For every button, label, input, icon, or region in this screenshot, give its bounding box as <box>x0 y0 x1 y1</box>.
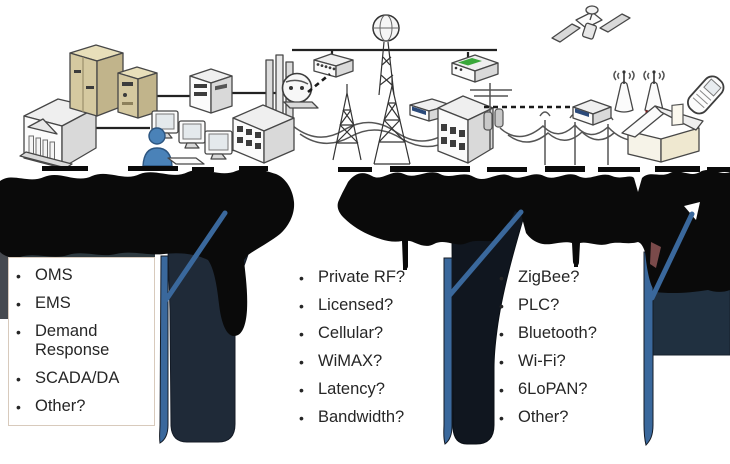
applications-list: OMS EMS Demand Response SCADA/DA Other? <box>9 266 154 417</box>
home-network-questions-list: ZigBee? PLC? Bluetooth? Wi-Fi? 6LoPAN? O… <box>492 268 648 436</box>
callout-diagonals <box>163 202 700 303</box>
pole-device <box>572 99 612 126</box>
network-diagram <box>19 5 725 169</box>
list-item: Bandwidth? <box>296 408 446 428</box>
factory-building <box>232 54 295 164</box>
monitor-icon <box>178 120 206 149</box>
monitor-icon <box>204 130 233 160</box>
cell-phone <box>686 75 725 115</box>
transformer-pole <box>470 83 512 150</box>
list-item: Other? <box>13 397 154 417</box>
callout-arrow-right <box>643 251 730 446</box>
list-item: Wi-Fi? <box>496 352 648 372</box>
globe-tower <box>372 14 400 96</box>
arrowhead-notch <box>684 202 700 220</box>
network-switch <box>189 68 233 114</box>
list-item: Bluetooth? <box>496 324 648 344</box>
port-switch <box>313 53 354 78</box>
antenna-tower-1 <box>613 70 635 113</box>
keyboard-icon <box>167 157 205 165</box>
leader-line-right <box>574 240 578 267</box>
computer-tower <box>117 66 158 119</box>
dish-link-dashed <box>307 72 331 94</box>
list-item: Latency? <box>296 380 446 400</box>
radio-tower-small <box>332 84 362 161</box>
operator-workstation <box>142 110 233 167</box>
list-item: EMS <box>13 294 154 314</box>
applications-panel: OMS EMS Demand Response SCADA/DA Other? <box>8 257 155 426</box>
list-item: ZigBee? <box>496 268 648 288</box>
green-router <box>451 54 499 83</box>
server-cabinet <box>69 44 124 117</box>
list-item: Private RF? <box>296 268 446 288</box>
list-item: Cellular? <box>296 324 446 344</box>
list-item: WiMAX? <box>296 352 446 372</box>
list-item: Other? <box>496 408 648 428</box>
list-item: Demand Response <box>13 322 154 360</box>
redaction-blobs <box>0 166 730 336</box>
list-item: SCADA/DA <box>13 369 154 389</box>
list-item: Licensed? <box>296 296 446 316</box>
operator-person-icon <box>142 127 173 167</box>
utility-wires <box>292 111 647 165</box>
leader-line-middle <box>403 243 407 270</box>
list-item: PLC? <box>496 296 648 316</box>
list-item: 6LoPAN? <box>496 380 648 400</box>
list-item: OMS <box>13 266 154 286</box>
satellite <box>551 5 631 43</box>
left-edge-strip <box>0 227 10 319</box>
radio-tower-large <box>373 76 411 165</box>
antenna-tower-2 <box>643 70 665 113</box>
satellite-dish-icon <box>281 72 319 109</box>
network-questions-list: Private RF? Licensed? Cellular? WiMAX? L… <box>292 268 446 436</box>
house <box>621 103 704 163</box>
